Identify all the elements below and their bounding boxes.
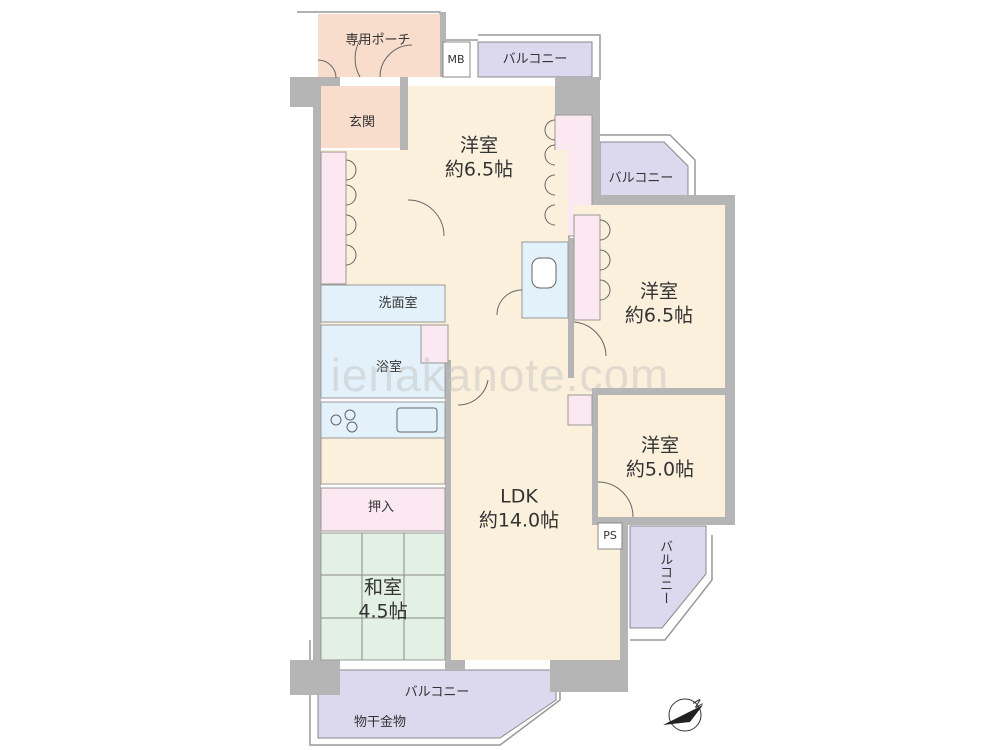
balcony-mid-label: バルコニー — [608, 170, 674, 186]
watermark: ienakanote.com — [330, 349, 670, 401]
compass-icon — [663, 698, 703, 732]
closet-3 — [420, 324, 449, 364]
balcony-right-label: バルコニー — [657, 539, 673, 605]
outline-right-balcony — [630, 535, 713, 641]
balcony-right-area — [629, 525, 707, 629]
room-size: 約5.0帖 — [625, 458, 695, 480]
outline-bottom — [309, 640, 561, 746]
room-size: 4.5帖 — [358, 600, 408, 622]
closet-hall — [320, 151, 347, 285]
room-size: 約14.0帖 — [478, 509, 560, 531]
room-size: 約6.5帖 — [444, 158, 514, 180]
washitsu-label: 和室 4.5帖 — [358, 576, 407, 624]
ldk-area — [451, 360, 568, 660]
washroom-area — [320, 284, 446, 323]
drying-rack-label: 物干金物 — [353, 714, 407, 730]
balcony-top-label: バルコニー — [502, 51, 568, 67]
bathroom-label: 浴室 — [375, 359, 403, 375]
tatami-area — [320, 532, 446, 661]
washroom-label: 洗面室 — [378, 295, 418, 311]
room-name: 洋室 — [459, 134, 498, 157]
room-name: 和室 — [363, 576, 402, 599]
western3-area — [598, 395, 725, 517]
western3-label: 洋室 約5.0帖 — [626, 434, 694, 482]
toilet-icon — [531, 257, 557, 289]
balcony-bottom-label: バルコニー — [404, 684, 470, 700]
kitchen-counter — [320, 401, 446, 439]
outline-mid-balcony — [600, 134, 696, 195]
balcony-top-area — [477, 41, 593, 78]
closet-2 — [573, 214, 601, 321]
oshiire-label: 押入 — [367, 499, 395, 515]
balcony-mid-area — [599, 141, 689, 197]
oshiire-area — [320, 487, 446, 532]
balcony-bottom-area — [317, 669, 557, 739]
room-name: 洋室 — [639, 280, 678, 303]
ps-area — [597, 522, 623, 550]
genkan-label: 玄関 — [348, 114, 376, 130]
genkan-area — [321, 86, 400, 148]
mb-label: MB — [447, 53, 465, 67]
western2-label: 洋室 約6.5帖 — [625, 280, 693, 328]
ps-label: PS — [603, 529, 617, 543]
room-size: 約6.5帖 — [624, 304, 694, 326]
room-name: 洋室 — [640, 434, 679, 457]
mb-area — [442, 41, 471, 78]
porch-area — [318, 14, 440, 77]
western1-label: 洋室 約6.5帖 — [445, 134, 513, 182]
ldk-label: LDK 約14.0帖 — [479, 485, 559, 533]
sink-icon — [396, 407, 438, 433]
porch-label: 専用ポーチ — [345, 32, 411, 48]
room-name: LDK — [500, 485, 538, 508]
